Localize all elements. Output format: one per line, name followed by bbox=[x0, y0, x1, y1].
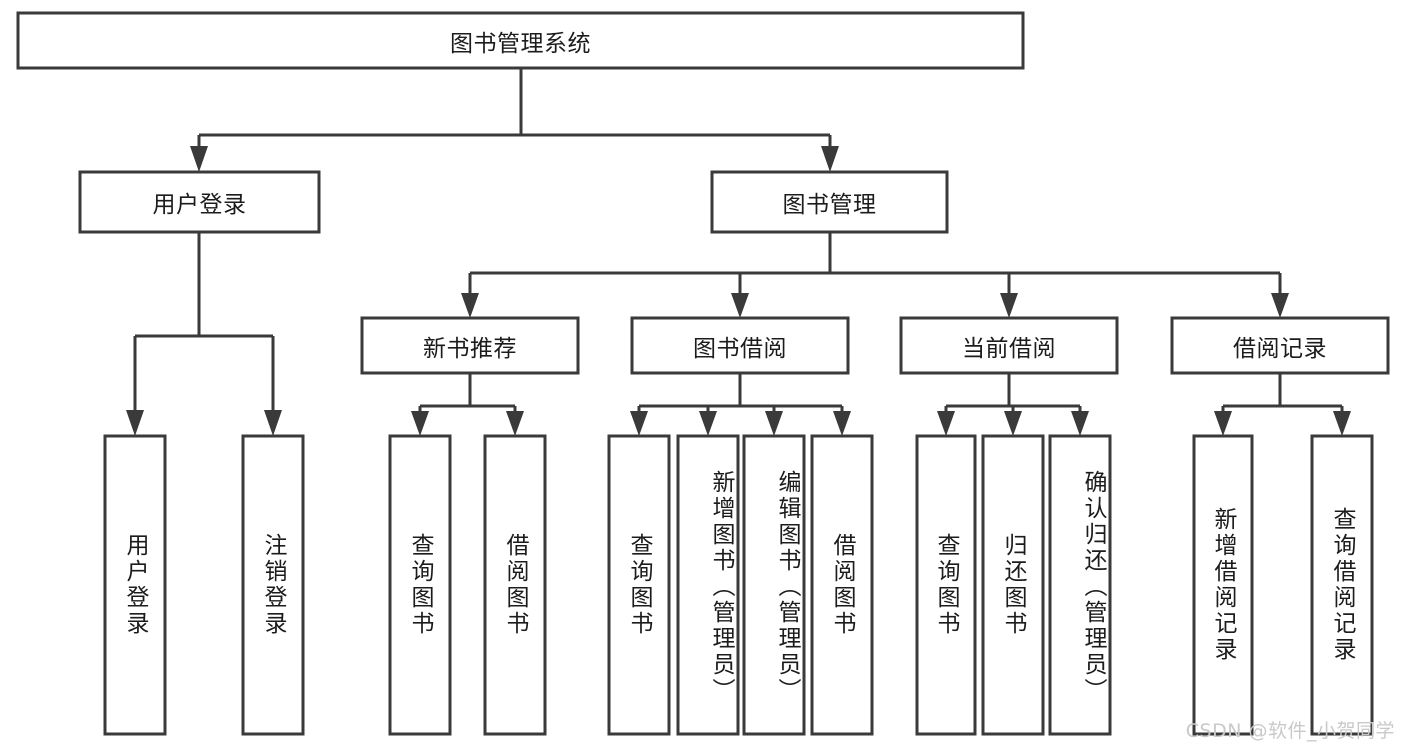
connector-borrowrecord-to-leaves bbox=[1214, 373, 1351, 436]
node-box-root[interactable] bbox=[16, 11, 1025, 70]
leaf-box-return-book[interactable] bbox=[981, 434, 1045, 736]
node-box-new-book-recommend[interactable] bbox=[360, 316, 580, 375]
connector-bookmgmt-to-level3 bbox=[461, 232, 1289, 318]
leaf-box-user-login[interactable] bbox=[103, 434, 167, 736]
leaf-box-borrow-book[interactable] bbox=[810, 434, 874, 736]
connector-newbook-to-leaves bbox=[411, 373, 524, 436]
connector-root-to-level2 bbox=[190, 68, 839, 172]
leaf-box-logout[interactable] bbox=[241, 434, 305, 736]
leaf-box-query-book-rec[interactable] bbox=[388, 434, 452, 736]
leaf-box-edit-book-admin[interactable] bbox=[742, 434, 806, 736]
connector-userlogin-to-leaves bbox=[126, 232, 282, 436]
leaf-box-add-book-admin[interactable] bbox=[676, 434, 740, 736]
connector-bookborrow-to-leaves bbox=[630, 373, 851, 436]
leaf-box-query-book-borrow[interactable] bbox=[607, 434, 671, 736]
leaf-box-query-borrow-record[interactable] bbox=[1310, 434, 1374, 736]
leaf-box-query-book-current[interactable] bbox=[915, 434, 977, 736]
node-box-borrow-record[interactable] bbox=[1170, 316, 1390, 375]
leaf-box-borrow-book-rec[interactable] bbox=[483, 434, 547, 736]
leaf-box-confirm-return-admin[interactable] bbox=[1048, 434, 1112, 736]
leaf-box-add-borrow-record[interactable] bbox=[1192, 434, 1254, 736]
node-box-book-management[interactable] bbox=[710, 170, 949, 234]
connector-currentborrow-to-leaves bbox=[937, 373, 1089, 436]
node-box-current-borrow[interactable] bbox=[899, 316, 1119, 375]
node-box-book-borrow[interactable] bbox=[630, 316, 850, 375]
node-box-user-login[interactable] bbox=[78, 170, 321, 234]
